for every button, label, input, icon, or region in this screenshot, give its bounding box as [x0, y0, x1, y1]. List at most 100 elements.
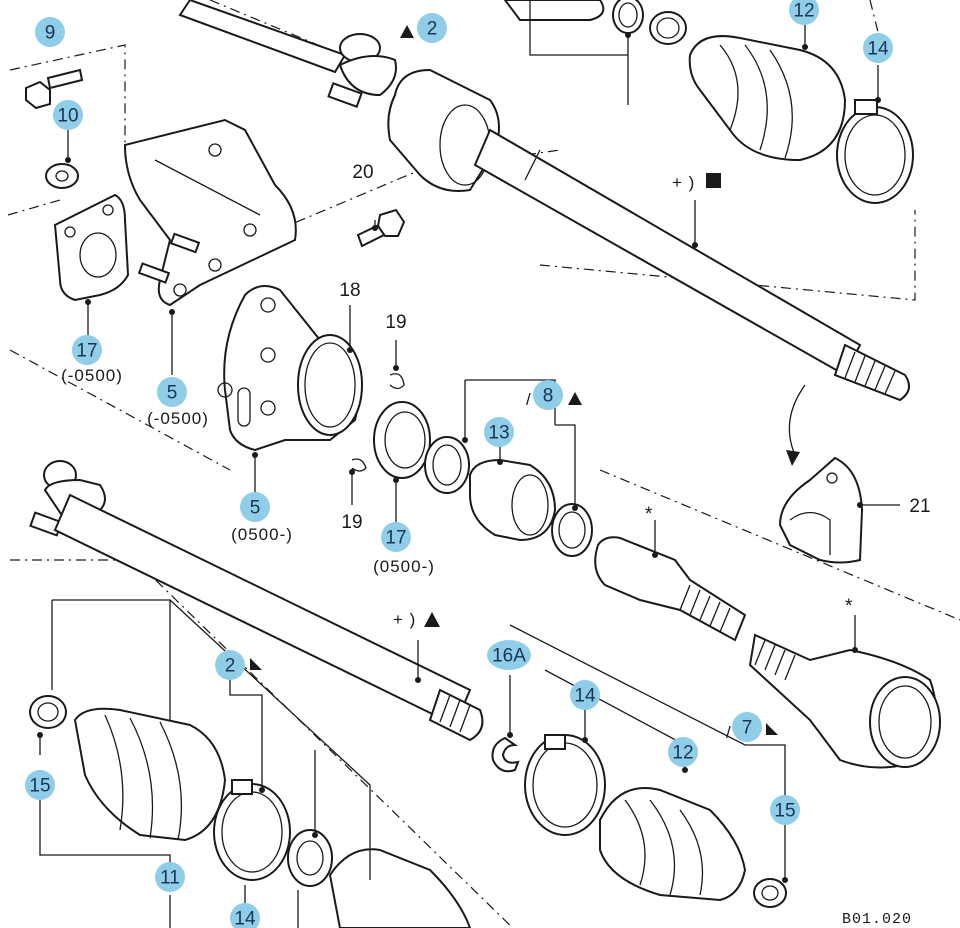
callout-c7: 7: [732, 712, 762, 742]
small-mark: /: [726, 723, 732, 742]
callout-bubble: [25, 770, 55, 800]
drawing-code: B01.020: [842, 911, 912, 928]
callout-c10: 10: [53, 100, 83, 130]
callout-c17a_note: (-0500): [61, 366, 123, 385]
callout-bubble: [381, 522, 411, 552]
callout-bubble: [35, 17, 65, 47]
callout-text: (0500-): [373, 557, 435, 576]
callout-c17b_note: (0500-): [373, 557, 435, 576]
lower-driveshaft: [29, 460, 787, 928]
callout-c8: 8: [533, 380, 563, 410]
callout-text: (0500-): [231, 525, 293, 544]
symbols: + ) / + ) / * *: [250, 25, 853, 742]
star-mark: *: [845, 596, 853, 617]
callout-text: 19: [341, 512, 362, 533]
callout-bubble: [53, 100, 83, 130]
callout-c14bot: 14: [230, 903, 260, 928]
triangle-icon: [766, 723, 778, 735]
callout-bubble: [240, 492, 270, 522]
callout-c13: 13: [484, 417, 514, 447]
callout-text: 8: [543, 386, 554, 407]
callout-text: 2: [225, 656, 236, 677]
callout-text: 14: [234, 909, 256, 928]
callout-c12bot: 12: [668, 737, 698, 767]
leader-lines: [39, 0, 900, 928]
callout-c5a: 5: [157, 377, 187, 407]
callout-text: 14: [574, 686, 596, 707]
small-mark: /: [526, 390, 532, 409]
callout-c5b: 5: [240, 492, 270, 522]
callout-text: 14: [867, 39, 889, 60]
triangle-icon: [250, 658, 262, 670]
callout-bubble: [789, 0, 819, 25]
callout-bubble: [157, 377, 187, 407]
callout-text: 19: [385, 312, 406, 333]
callout-bubble: [484, 417, 514, 447]
callout-c18: 18: [339, 280, 360, 301]
support-bracket-assembly: [25, 68, 593, 557]
callout-text: 20: [352, 162, 373, 183]
callout-text: 21: [909, 496, 930, 517]
callout-bubble: [732, 712, 762, 742]
callout-text: 17: [385, 528, 406, 549]
upper-driveshaft: [178, 0, 914, 402]
callout-c12top: 12: [789, 0, 819, 25]
plus-paren-label: + ): [393, 610, 416, 629]
callout-c15b: 15: [770, 795, 800, 825]
square-icon: [706, 173, 721, 188]
callout-text: 16A: [492, 646, 526, 667]
callout-bubble: [570, 680, 600, 710]
callout-bubble: [215, 650, 245, 680]
middle-joint-parts: [594, 536, 941, 769]
callout-c2top: 2: [417, 13, 447, 43]
triangle-icon: [424, 612, 440, 627]
callout-c9: 9: [35, 17, 65, 47]
callout-bubble: [668, 737, 698, 767]
callout-bubble: [863, 33, 893, 63]
callout-text: 5: [167, 383, 178, 404]
callout-text: 13: [488, 423, 509, 444]
callout-text: 12: [672, 743, 693, 764]
callout-bubble: [533, 380, 563, 410]
callout-c19a: 19: [385, 312, 406, 333]
callout-text: 11: [160, 868, 180, 889]
star-mark: *: [645, 504, 653, 525]
callout-bubble: [487, 640, 531, 670]
callout-c5a_note: (-0500): [147, 409, 209, 428]
callout-c21: 21: [909, 496, 930, 517]
callout-labels: 91017(-0500)5(-0500)5(0500-)212142018191…: [25, 0, 931, 928]
callout-text: 15: [29, 776, 50, 797]
shield-part-21: [778, 384, 864, 564]
callout-bubble: [155, 862, 185, 892]
callout-text: 12: [793, 1, 814, 22]
callout-text: 7: [742, 718, 753, 739]
callout-c14mid: 14: [570, 680, 600, 710]
callout-text: 10: [57, 106, 78, 127]
callout-c17a: 17: [72, 335, 102, 365]
callout-c11: 11: [155, 862, 185, 892]
plus-paren-label: + ): [672, 173, 695, 192]
triangle-icon: [400, 25, 414, 38]
callout-text: (-0500): [61, 366, 123, 385]
callout-c17b: 17: [381, 522, 411, 552]
callout-c15a: 15: [25, 770, 55, 800]
callout-bubble: [417, 13, 447, 43]
callout-text: 2: [427, 19, 438, 40]
callout-text: 15: [774, 801, 795, 822]
callout-text: 5: [250, 498, 261, 519]
callout-text: 9: [45, 23, 56, 44]
callout-c5b_note: (0500-): [231, 525, 293, 544]
callout-c14top: 14: [863, 33, 893, 63]
callout-bubble: [72, 335, 102, 365]
callout-bubble: [770, 795, 800, 825]
leader-dots: [37, 32, 881, 883]
callout-c19b: 19: [341, 512, 362, 533]
triangle-icon: [568, 392, 582, 405]
callout-text: 18: [339, 280, 360, 301]
callout-c2mid: 2: [215, 650, 245, 680]
callout-bubble: [230, 903, 260, 928]
callout-c20: 20: [352, 162, 373, 183]
callout-text: (-0500): [147, 409, 209, 428]
callout-text: 17: [76, 341, 97, 362]
